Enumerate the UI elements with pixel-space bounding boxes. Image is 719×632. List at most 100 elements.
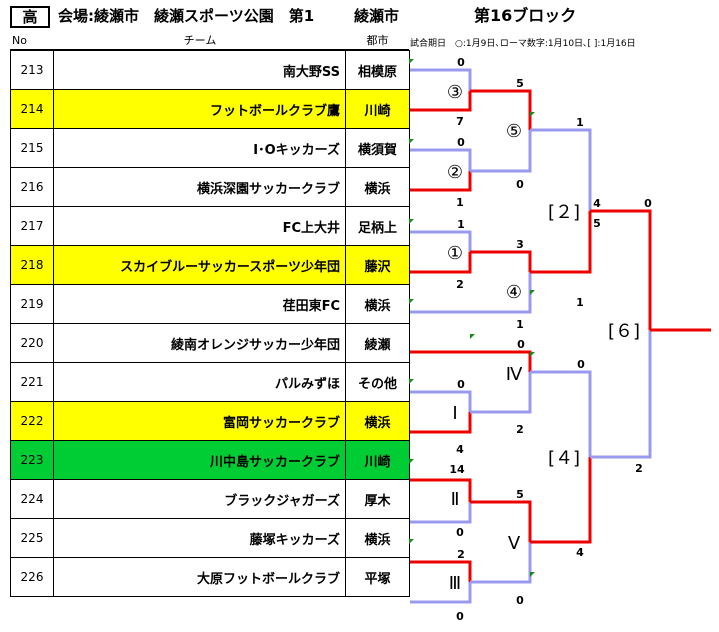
bracket-line-219 [410,272,532,314]
cell-marker [409,219,414,224]
score-b6-top-a: 4 [593,197,601,210]
match-label-r3: Ⅲ [449,573,461,594]
bracket-line-r2 [470,500,532,542]
bracket-line-213 [410,68,472,91]
team-city: 横浜 [345,401,410,441]
bracket-line-r1 [470,372,532,414]
match-label-b4: [４] [548,448,580,469]
bracket-line-223 [410,478,472,502]
bracket-line-m4 [530,211,592,274]
column-team: チーム [54,33,346,50]
score-225: 2 [457,548,465,561]
score-m4-top: 3 [516,238,524,251]
team-city: 川崎 [345,89,410,129]
match-label-m2: ② [447,162,463,183]
bracket-line-r5 [530,457,592,544]
team-name: フットボールクラブ鷹 [53,89,346,129]
score-r5-bot: 0 [516,594,524,607]
team-city: 平塚 [345,557,410,597]
score-b6-bot: 2 [635,462,643,475]
cell-marker [470,334,475,339]
team-city: 横須賀 [345,128,410,168]
team-number: 218 [10,245,54,285]
team-city: その他 [345,362,410,402]
score-b6-top-c: 0 [644,197,652,210]
bracket-line-b2 [590,209,652,330]
bracket-line-216 [410,171,472,192]
bracket-line-224 [410,502,472,524]
match-label-r2: Ⅱ [451,489,460,510]
bracket-line-215 [410,148,472,171]
score-b2-top: 1 [576,116,584,129]
score-m5-top: 5 [516,77,524,90]
team-number: 221 [10,362,54,402]
team-number: 222 [10,401,54,441]
score-222: 4 [456,443,464,456]
cell-marker [530,572,535,577]
match-label-m3: ③ [447,82,463,103]
score-214: 7 [456,115,464,128]
column-city: 都市 [346,33,409,50]
score-r4-top: 0 [577,358,585,371]
team-number: 223 [10,440,54,480]
venue-city: 綾瀬市 [354,7,400,25]
team-name: 大原フットボールクラブ [53,557,346,597]
score-213: 0 [457,56,465,69]
team-name: 綾南オレンジサッカー少年団 [53,323,346,363]
bracket-line-214 [410,91,472,112]
match-label-m4: ④ [506,282,522,303]
match-label-b6: [６] [608,321,640,342]
score-216: 1 [456,196,464,209]
score-b2-bot: 1 [576,296,584,309]
venue-title: 会場:綾瀬市 綾瀬スポーツ公園 第1 [58,7,315,25]
team-city: 綾瀬 [345,323,410,363]
match-label-m5: ⑤ [506,121,522,142]
bracket-line-226 [410,582,472,604]
score-r5-top: 5 [516,488,524,501]
score-215: 0 [457,136,465,149]
team-number: 216 [10,167,54,207]
score-218: 2 [456,278,464,291]
cell-marker [409,139,414,144]
bracket-line-m2 [470,130,532,173]
cell-marker [409,379,414,384]
team-city: 藤沢 [345,245,410,285]
team-name: スカイブルーサッカースポーツ少年団 [53,245,346,285]
score-r4-bot: 2 [516,423,524,436]
score-m5-bot: 0 [516,178,524,191]
bracket-line-217 [410,230,472,252]
score-b6-top-b: 5 [593,217,601,230]
cell-marker [409,59,414,64]
cell-marker [530,352,535,357]
block-title: 第16ブロック [474,6,577,25]
bracket-line-r3 [470,542,532,584]
grade-badge: 高 [10,6,50,28]
team-name: ブラックジャガーズ [53,479,346,519]
score-223: 14 [449,463,465,476]
match-label-m1: ① [447,243,463,264]
team-number: 226 [10,557,54,597]
bracket-line-m5 [530,128,592,211]
bracket-line-r4 [530,370,592,457]
bracket-line-m1 [470,250,532,272]
score-219: 1 [516,318,524,331]
bracket-line-218 [410,252,472,274]
bracket-line-221 [410,390,472,412]
team-number: 224 [10,479,54,519]
team-city: 横浜 [345,167,410,207]
bracket-line-b4 [590,330,652,459]
cell-marker [530,290,535,295]
score-226: 0 [456,610,464,623]
match-label-r5: Ⅴ [508,533,521,554]
